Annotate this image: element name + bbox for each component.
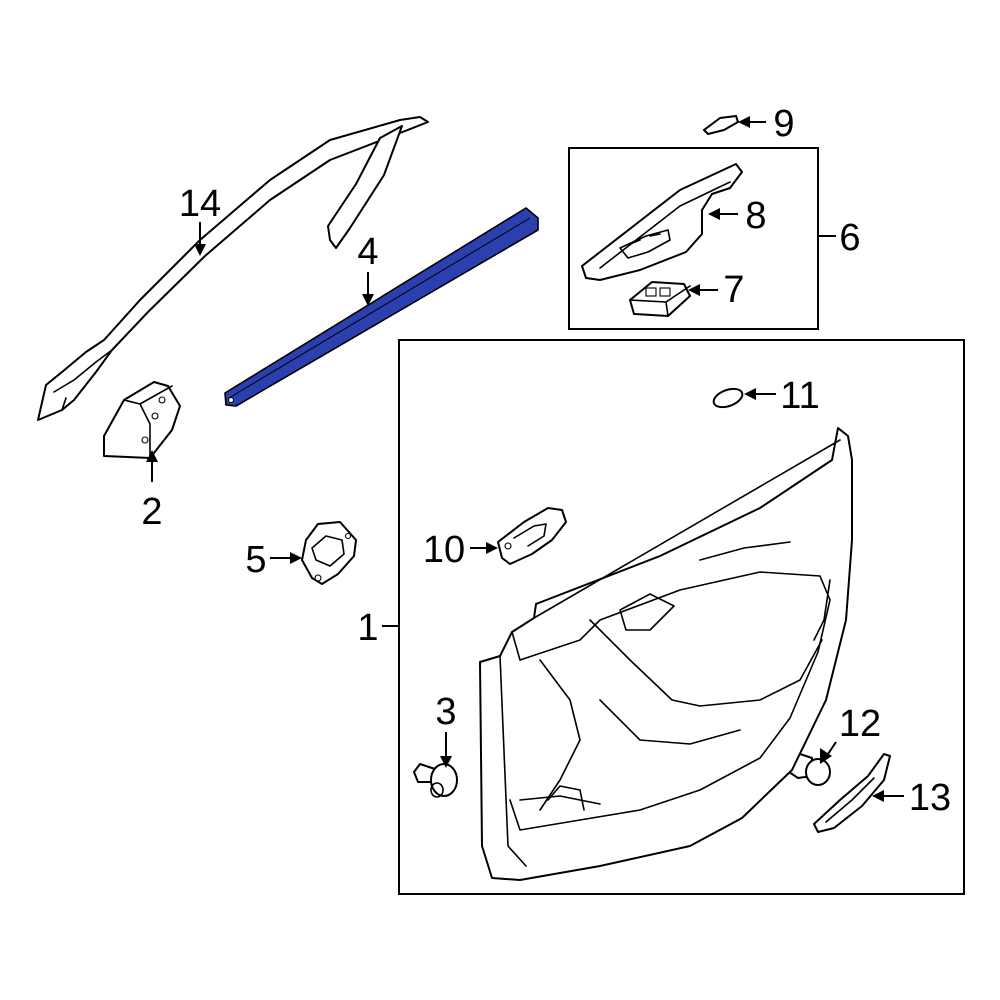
- callout-14: 14: [179, 183, 221, 225]
- part-2-block[interactable]: [103, 381, 181, 459]
- part-11-plug[interactable]: [711, 385, 745, 410]
- part-14-frame-molding[interactable]: [37, 116, 429, 421]
- part-10-handle-bracket[interactable]: [497, 507, 567, 565]
- part-13-handle-cover[interactable]: [813, 753, 891, 833]
- callout-4: 4: [357, 231, 378, 273]
- part-9-plug[interactable]: [703, 115, 739, 135]
- part-5-bracket[interactable]: [301, 521, 357, 585]
- part-7-window-switch[interactable]: [629, 281, 691, 317]
- part-8-switch-bezel[interactable]: [581, 163, 743, 281]
- callout-7: 7: [723, 269, 744, 311]
- part-1-door-trim-panel[interactable]: [479, 427, 853, 881]
- leaders: [146, 116, 904, 802]
- callout-5: 5: [245, 539, 266, 581]
- callout-3: 3: [435, 691, 456, 733]
- callout-10: 10: [423, 529, 465, 571]
- switch-assembly-box: [568, 147, 819, 330]
- callout-1: 1: [357, 607, 378, 649]
- callout-6: 6: [839, 217, 860, 259]
- part-4-weatherstrip[interactable]: [224, 207, 539, 407]
- callout-12: 12: [839, 703, 881, 745]
- part-3-clip[interactable]: [413, 763, 458, 798]
- callout-9: 9: [773, 103, 794, 145]
- callout-2: 2: [141, 491, 162, 533]
- door-trim-panel-box: [398, 339, 965, 895]
- callout-8: 8: [745, 195, 766, 237]
- callout-11: 11: [780, 375, 819, 417]
- callout-13: 13: [909, 777, 951, 819]
